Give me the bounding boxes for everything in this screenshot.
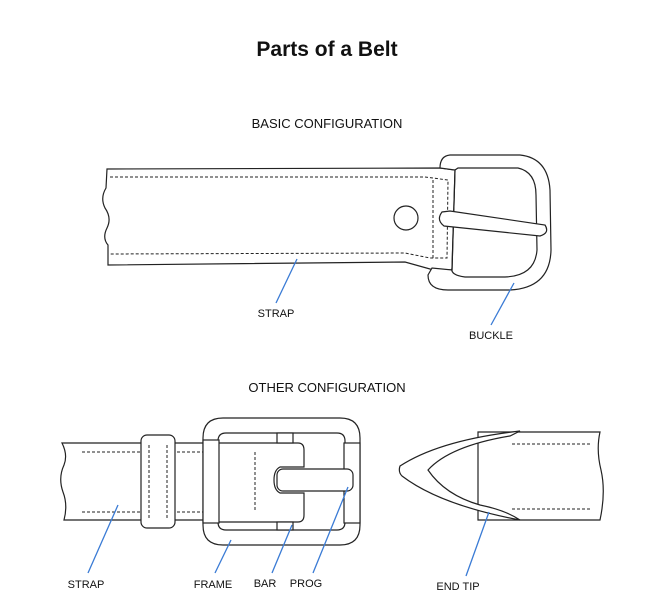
basic-heading: BASIC CONFIGURATION xyxy=(252,116,403,131)
page-title: Parts of a Belt xyxy=(256,38,397,61)
frame-left-bar xyxy=(202,439,220,524)
other-strap xyxy=(60,434,206,529)
other-heading: OTHER CONFIGURATION xyxy=(248,380,405,395)
strap-hole xyxy=(393,205,419,231)
basic-buckle xyxy=(427,154,552,291)
keeper-loop xyxy=(140,434,176,529)
end-tip xyxy=(398,430,604,521)
prog xyxy=(276,468,354,492)
label-bar: BAR xyxy=(254,578,277,590)
label-end-tip: END TIP xyxy=(436,581,479,593)
basic-strap xyxy=(102,167,456,271)
label-buckle: BUCKLE xyxy=(469,330,513,342)
bar-bottom xyxy=(276,521,294,531)
frame-buckle xyxy=(202,417,361,546)
label-frame: FRAME xyxy=(194,579,233,591)
label-prog: PROG xyxy=(290,578,322,590)
label-strap-other: STRAP xyxy=(68,579,105,591)
label-strap-basic: STRAP xyxy=(258,308,295,320)
bar-top xyxy=(276,432,294,444)
basic-prog xyxy=(438,210,548,237)
